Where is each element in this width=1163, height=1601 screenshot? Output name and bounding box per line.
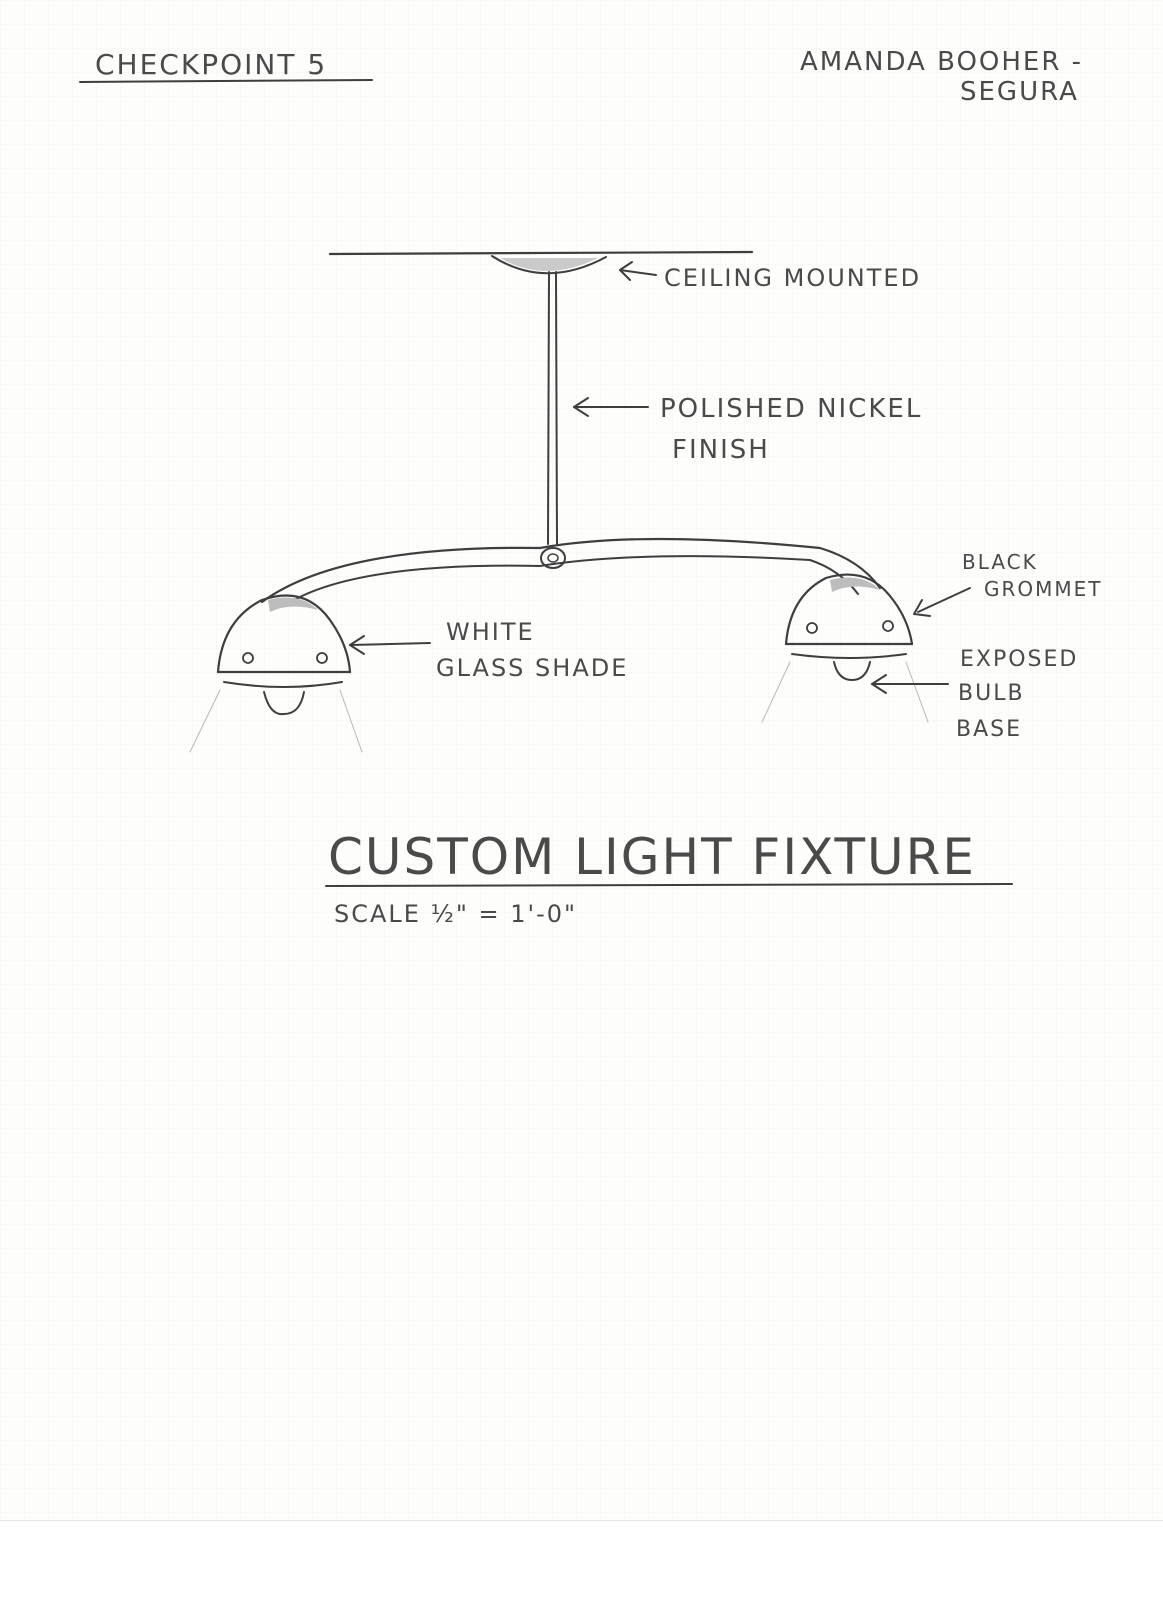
title-underline bbox=[325, 883, 1013, 887]
drawing-title: CUSTOM LIGHT FIXTURE bbox=[328, 828, 976, 886]
page-margin bbox=[0, 1520, 1163, 1601]
center-grommet bbox=[540, 547, 566, 569]
label-bulb-line2: BULB bbox=[958, 681, 1025, 706]
center-grommet-inner bbox=[547, 553, 559, 563]
label-grommet-line2: GROMMET bbox=[984, 577, 1103, 601]
ceiling-line bbox=[328, 250, 754, 256]
arrow-ceiling bbox=[619, 261, 657, 281]
author-name-line2: SEGURA bbox=[960, 77, 1079, 107]
right-shade-band bbox=[791, 653, 907, 659]
drawing-scale: SCALE ½" = 1'-0" bbox=[334, 900, 577, 928]
label-shade-line1: WHITE bbox=[446, 618, 535, 646]
left-shade-grommet-b bbox=[316, 652, 328, 664]
right-shade-shading bbox=[830, 577, 880, 592]
author-name-line1: AMANDA BOOHER - bbox=[800, 47, 1083, 77]
checkpoint-underline bbox=[79, 79, 373, 83]
left-light-ray-a bbox=[189, 689, 221, 753]
arm-upper bbox=[260, 537, 882, 604]
canopy-shading bbox=[500, 258, 598, 271]
arrow-finish bbox=[573, 397, 649, 417]
arrow-bulb bbox=[871, 674, 949, 694]
left-light-ray-b bbox=[339, 689, 363, 753]
left-shade-band bbox=[223, 681, 343, 688]
right-shade bbox=[784, 573, 914, 646]
left-shade bbox=[216, 594, 352, 674]
right-shade-grommet-a bbox=[806, 622, 818, 634]
checkpoint-label: CHECKPOINT 5 bbox=[95, 48, 327, 81]
label-bulb-line3: BASE bbox=[956, 717, 1022, 742]
left-bulb-base bbox=[263, 691, 305, 716]
label-grommet-line1: BLACK bbox=[962, 550, 1038, 574]
label-shade-line2: GLASS SHADE bbox=[436, 654, 628, 682]
arrow-shade bbox=[349, 635, 431, 655]
right-light-ray-a bbox=[761, 661, 791, 723]
label-finish-line1: POLISHED NICKEL bbox=[660, 394, 922, 424]
stem-left bbox=[547, 271, 550, 545]
label-ceiling-mounted: CEILING MOUNTED bbox=[664, 264, 921, 292]
arm-lower bbox=[283, 555, 859, 607]
right-bulb-base bbox=[833, 661, 871, 681]
ceiling-canopy bbox=[491, 255, 607, 275]
arrow-grommet bbox=[913, 587, 971, 617]
label-bulb-line1: EXPOSED bbox=[960, 647, 1078, 672]
right-light-ray-b bbox=[905, 661, 929, 723]
right-shade-grommet-b bbox=[882, 620, 894, 632]
label-finish-line2: FINISH bbox=[672, 435, 770, 465]
left-shade-grommet-a bbox=[242, 652, 254, 664]
stem-right bbox=[555, 271, 558, 545]
left-shade-shading bbox=[268, 597, 318, 612]
